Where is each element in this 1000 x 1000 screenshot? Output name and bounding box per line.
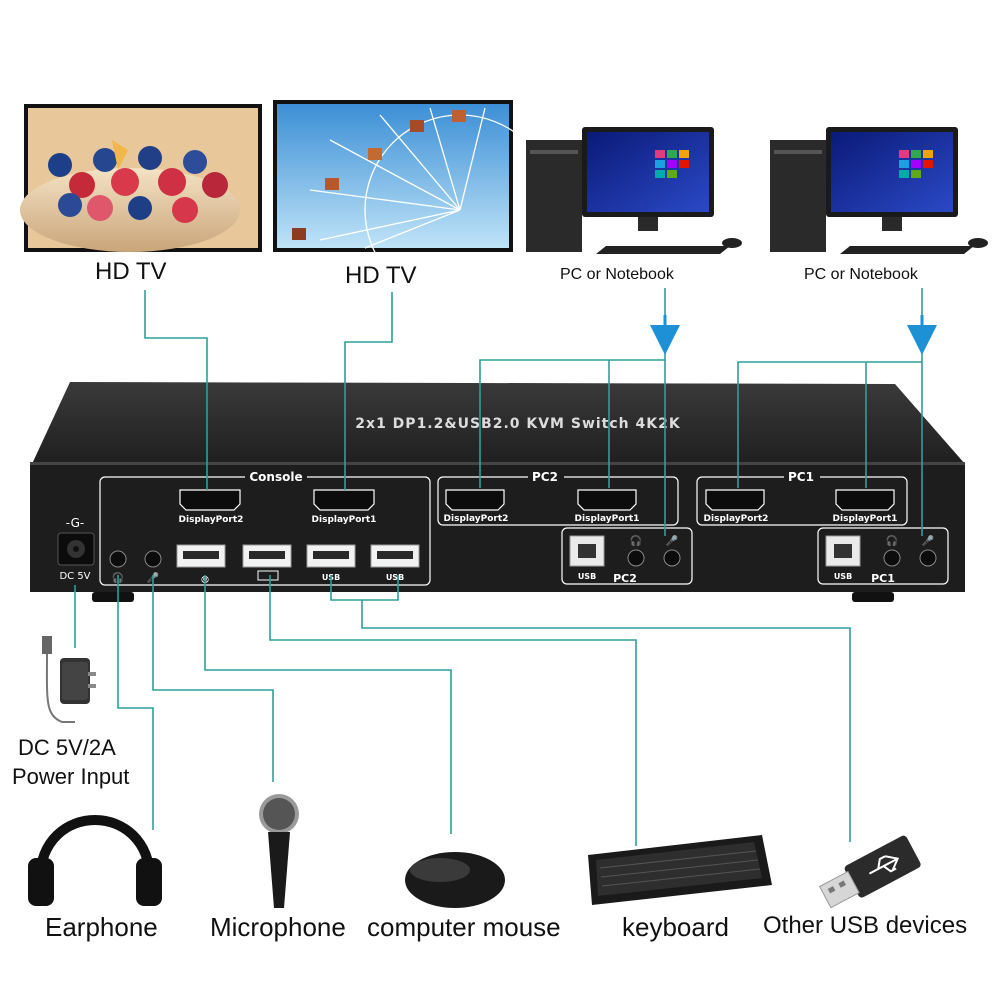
kvm-switch: 2x1 DP1.2&USB2.0 KVM Switch 4K2K -G- DC … (30, 382, 965, 602)
pc2-mic-icon: 🎤 (666, 534, 679, 547)
pc-notebook-1-label: PC or Notebook (560, 266, 674, 283)
pc1-audio-jack[interactable] (883, 549, 901, 567)
flow-arrows (650, 315, 937, 355)
other-usb-devices-label: Other USB devices (763, 912, 968, 939)
line-usb-devices (361, 600, 851, 842)
power-port-label: DC 5V (59, 571, 90, 582)
pc-notebook-2 (770, 127, 988, 254)
pc2-group-label: PC2 (532, 470, 558, 484)
svg-text:DisplayPort1: DisplayPort1 (833, 514, 898, 524)
pc1-displayport2[interactable]: DisplayPort2 (704, 489, 769, 524)
pc-notebook-1 (526, 127, 742, 254)
pc2-headphone-icon: 🎧 (630, 534, 642, 547)
device-title: 2x1 DP1.2&USB2.0 KVM Switch 4K2K (355, 416, 681, 432)
pc2-displayport2[interactable]: DisplayPort2 (444, 489, 509, 524)
pc1-tag: PC1 (871, 572, 895, 585)
line-hdtv1-console-dp2 (144, 290, 208, 490)
pc1-mic-jack[interactable] (919, 549, 937, 567)
power-polarity-symbol: -G- (66, 516, 84, 530)
microphone-icon (259, 794, 299, 908)
keyboard-icon (588, 835, 772, 905)
computer-mouse-label: computer mouse (367, 912, 561, 942)
keyboard-label: keyboard (622, 912, 729, 942)
power-input-line2: Power Input (12, 764, 130, 789)
pc2-tag: PC2 (613, 572, 637, 585)
console-displayport1[interactable]: DisplayPort1 (312, 489, 377, 525)
power-adapter-icon (42, 636, 96, 723)
svg-text:DisplayPort2: DisplayPort2 (704, 514, 769, 524)
line-keyboard (269, 575, 637, 846)
svg-text:DisplayPort1: DisplayPort1 (575, 514, 640, 524)
line-earphone (117, 575, 154, 830)
pc1-usb-label: USB (834, 572, 852, 581)
usb-stick-icon (818, 835, 921, 909)
pc2-usb-audio-group (561, 527, 693, 585)
pc1-group-label: PC1 (788, 470, 814, 484)
pc1-headphone-icon: 🎧 (886, 534, 898, 547)
power-input-line1: DC 5V/2A (18, 735, 116, 760)
line-microphone (152, 575, 274, 782)
hdtv-2 (273, 100, 556, 306)
keyboard-port-icon (257, 570, 279, 581)
hdtv-1-label: HD TV (95, 258, 167, 285)
pc1-usb-audio-group (817, 527, 949, 585)
console-earphone-jack[interactable] (109, 550, 127, 568)
svg-text:DisplayPort1: DisplayPort1 (312, 515, 377, 525)
berries-image (48, 140, 228, 223)
hdtv-2-label: HD TV (345, 262, 417, 289)
console-microphone-jack[interactable] (144, 550, 162, 568)
console-displayport2[interactable]: DisplayPort2 (179, 489, 244, 525)
pc2-mic-jack[interactable] (663, 549, 681, 567)
ferris-wheel-image (309, 107, 556, 306)
pc1-mic-icon: 🎤 (922, 534, 935, 547)
pc-notebook-2-label: PC or Notebook (804, 266, 918, 283)
console-group-label: Console (249, 470, 302, 484)
line-hdtv2-console-dp1 (344, 292, 393, 490)
microphone-label: Microphone (210, 912, 346, 942)
svg-text:DisplayPort2: DisplayPort2 (444, 514, 509, 524)
console-usb-2-label: USB (386, 573, 404, 582)
mouse-icon (405, 852, 505, 908)
line-usb-bridge (330, 575, 399, 601)
pc1-displayport1[interactable]: DisplayPort1 (833, 489, 898, 524)
svg-text:DisplayPort2: DisplayPort2 (179, 515, 244, 525)
pc2-usb-label: USB (578, 572, 596, 581)
earphone-label: Earphone (45, 912, 158, 942)
headphones-icon (28, 815, 162, 906)
line-mouse (204, 575, 452, 834)
pc2-audio-jack[interactable] (627, 549, 645, 567)
pc2-displayport1[interactable]: DisplayPort1 (575, 489, 640, 524)
hdtv-1 (20, 104, 262, 252)
